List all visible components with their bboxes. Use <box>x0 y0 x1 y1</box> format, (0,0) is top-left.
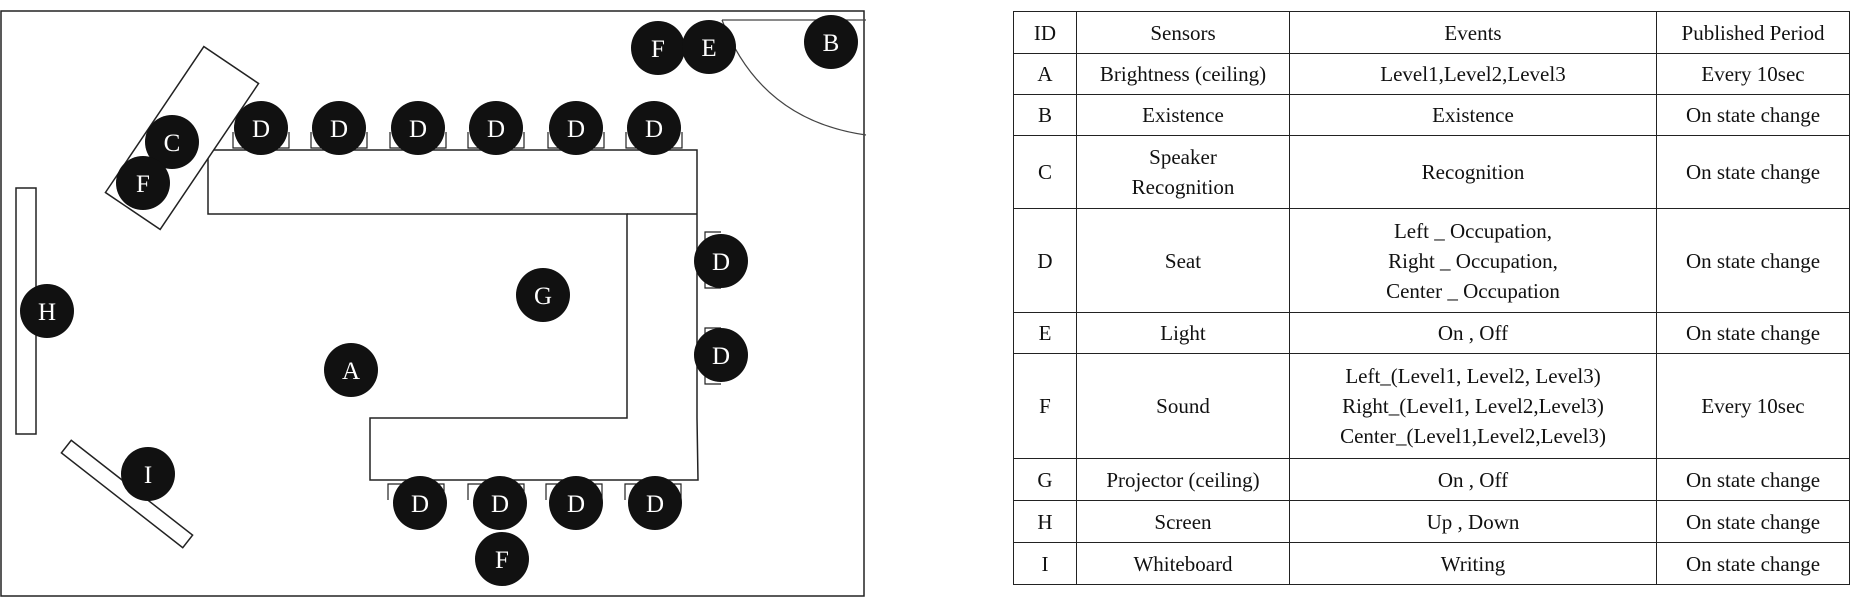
svg-text:D: D <box>646 491 664 518</box>
svg-text:G: G <box>534 283 552 310</box>
sensor-marker-f: F <box>116 156 170 210</box>
table-row: D Seat Left _ Occupation, Right _ Occupa… <box>1013 208 1850 313</box>
conference-table <box>207 149 699 481</box>
cell-events: Level1,Level2,Level3 <box>1289 53 1657 95</box>
table-row: C Speaker Recognition Recognition On sta… <box>1013 135 1850 209</box>
cell-id: H <box>1013 500 1077 543</box>
cell-period: On state change <box>1656 542 1850 585</box>
sensor-marker-d: D <box>549 476 603 530</box>
sensor-marker-g: G <box>516 268 570 322</box>
cell-id: B <box>1013 94 1077 136</box>
cell-events: On , Off <box>1289 312 1657 354</box>
svg-text:D: D <box>567 491 585 518</box>
cell-id: C <box>1013 135 1077 209</box>
sensor-marker-d: D <box>473 476 527 530</box>
sensor-marker-c: C <box>145 115 199 169</box>
cell-sensor: Speaker Recognition <box>1076 135 1290 209</box>
svg-text:D: D <box>712 343 730 370</box>
svg-text:F: F <box>495 547 509 574</box>
cell-sensor: Whiteboard <box>1076 542 1290 585</box>
cell-id: G <box>1013 458 1077 501</box>
cell-events: Left _ Occupation, Right _ Occupation, C… <box>1289 208 1657 313</box>
header-events: Events <box>1289 11 1657 54</box>
cell-id: F <box>1013 353 1077 459</box>
cell-id: D <box>1013 208 1077 313</box>
sensor-marker-h: H <box>20 284 74 338</box>
cell-events: Existence <box>1289 94 1657 136</box>
sensor-marker-d: D <box>628 476 682 530</box>
cell-id: I <box>1013 542 1077 585</box>
svg-text:D: D <box>252 116 270 143</box>
cell-period: On state change <box>1656 312 1850 354</box>
svg-text:I: I <box>144 462 152 489</box>
svg-text:F: F <box>651 36 665 63</box>
cell-events: Left_(Level1, Level2, Level3) Right_(Lev… <box>1289 353 1657 459</box>
table-row: I Whiteboard Writing On state change <box>1013 542 1850 585</box>
svg-text:E: E <box>701 35 716 62</box>
svg-text:B: B <box>823 30 840 57</box>
table-row: G Projector (ceiling) On , Off On state … <box>1013 458 1850 501</box>
cell-period: On state change <box>1656 94 1850 136</box>
cell-sensor: Existence <box>1076 94 1290 136</box>
cell-period: On state change <box>1656 208 1850 313</box>
table-header-row: ID Sensors Events Published Period <box>1013 11 1850 54</box>
svg-text:F: F <box>136 171 150 198</box>
svg-text:D: D <box>712 249 730 276</box>
cell-period: On state change <box>1656 458 1850 501</box>
cell-events: Recognition <box>1289 135 1657 209</box>
svg-text:D: D <box>330 116 348 143</box>
cell-period: Every 10sec <box>1656 353 1850 459</box>
cell-sensor: Projector (ceiling) <box>1076 458 1290 501</box>
sensor-marker-d: D <box>549 101 603 155</box>
sensor-marker-a: A <box>324 343 378 397</box>
svg-text:D: D <box>645 116 663 143</box>
svg-text:D: D <box>411 491 429 518</box>
cell-sensor: Sound <box>1076 353 1290 459</box>
table-row: B Existence Existence On state change <box>1013 94 1850 136</box>
svg-text:D: D <box>567 116 585 143</box>
cell-period: On state change <box>1656 135 1850 209</box>
sensor-marker-f: F <box>631 21 685 75</box>
cell-sensor: Seat <box>1076 208 1290 313</box>
cell-period: Every 10sec <box>1656 53 1850 95</box>
cell-id: A <box>1013 53 1077 95</box>
floor-plan: A B F E C F D D D D D D D D G H I D D D … <box>0 10 867 597</box>
table-row: F Sound Left_(Level1, Level2, Level3) Ri… <box>1013 353 1850 459</box>
svg-text:C: C <box>164 130 181 157</box>
svg-text:H: H <box>38 299 56 326</box>
cell-events: On , Off <box>1289 458 1657 501</box>
cell-sensor: Light <box>1076 312 1290 354</box>
table-row: A Brightness (ceiling) Level1,Level2,Lev… <box>1013 53 1850 95</box>
sensor-marker-d: D <box>694 328 748 382</box>
cell-sensor: Screen <box>1076 500 1290 543</box>
table-row: E Light On , Off On state change <box>1013 312 1850 354</box>
header-id: ID <box>1013 11 1077 54</box>
sensor-table: ID Sensors Events Published Period A Bri… <box>1013 11 1850 585</box>
cell-events: Writing <box>1289 542 1657 585</box>
svg-text:A: A <box>342 358 360 385</box>
sensor-marker-d: D <box>393 476 447 530</box>
header-sensors: Sensors <box>1076 11 1290 54</box>
sensor-marker-f: F <box>475 532 529 586</box>
table-row: H Screen Up , Down On state change <box>1013 500 1850 543</box>
cell-events: Up , Down <box>1289 500 1657 543</box>
sensor-marker-d: D <box>391 101 445 155</box>
svg-text:D: D <box>409 116 427 143</box>
sensor-marker-d: D <box>694 234 748 288</box>
sensor-marker-i: I <box>121 447 175 501</box>
sensor-marker-d: D <box>234 101 288 155</box>
cell-period: On state change <box>1656 500 1850 543</box>
svg-text:D: D <box>487 116 505 143</box>
sensor-marker-d: D <box>469 101 523 155</box>
sensor-marker-b: B <box>804 15 858 69</box>
sensor-marker-d: D <box>627 101 681 155</box>
header-period: Published Period <box>1656 11 1850 54</box>
svg-text:D: D <box>491 491 509 518</box>
sensor-marker-d: D <box>312 101 366 155</box>
sensor-marker-e: E <box>682 20 736 74</box>
cell-sensor: Brightness (ceiling) <box>1076 53 1290 95</box>
cell-id: E <box>1013 312 1077 354</box>
